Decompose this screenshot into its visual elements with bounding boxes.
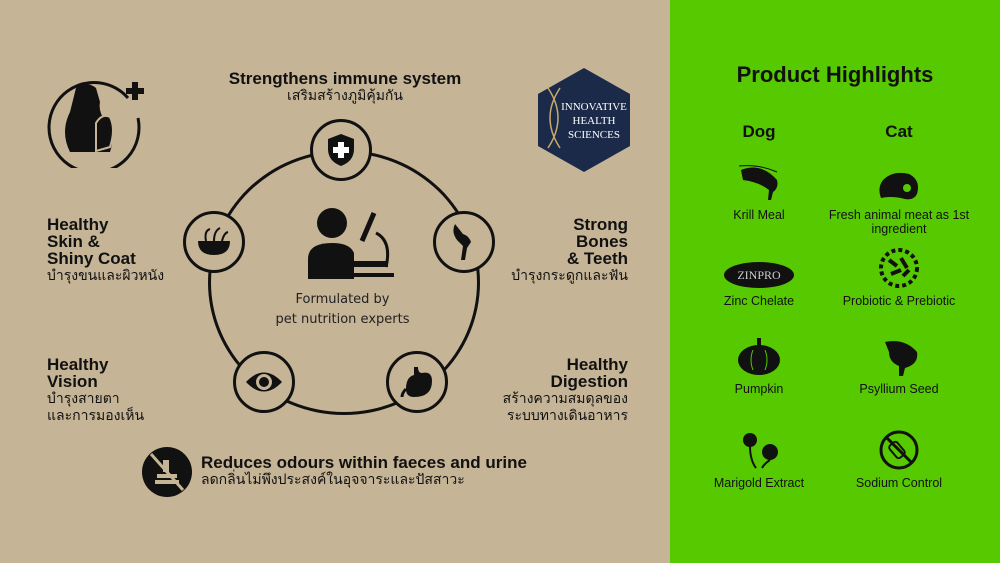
skin-thai: บำรุงขนและผิวหนัง <box>47 267 165 283</box>
odour-title: Reduces odours within faeces and urine <box>201 453 527 472</box>
cat-column-header: Cat <box>885 122 913 141</box>
bones-title: & Teeth <box>566 249 628 268</box>
highlight-label: Sodium Control <box>855 476 943 490</box>
dog-column-header: Dog <box>742 122 776 141</box>
highlight-item: Sodium Control <box>819 428 979 490</box>
highlight-label: Fresh animal meat as 1st ingredient <box>828 208 970 236</box>
pet-health-logo-icon <box>46 68 144 174</box>
hair-follicle-icon <box>183 211 245 273</box>
odour-thai: ลดกลิ่นไม่พึงประสงค์ในอุจจาระและปัสสาวะ <box>201 471 465 487</box>
marigold-icon <box>679 428 839 470</box>
no-salt-icon <box>819 428 979 470</box>
bone-joint-icon <box>433 211 495 273</box>
badge-line: HEALTH <box>572 115 616 127</box>
shield-plus-icon <box>310 119 372 181</box>
skin-title: Skin & <box>47 232 100 251</box>
highlight-item: Fresh animal meat as 1st ingredient <box>819 160 979 236</box>
benefits-panel: Strengthens immune system เสริมสร้างภูมิ… <box>46 68 630 498</box>
shrimp-icon <box>679 160 839 202</box>
no-litter-icon <box>141 446 193 498</box>
highlight-label: Psyllium Seed <box>859 382 939 396</box>
pumpkin-icon <box>679 334 839 376</box>
badge-line: SCIENCES <box>568 129 620 141</box>
vision-title: Vision <box>47 372 98 391</box>
highlight-item: Krill Meal <box>679 160 839 222</box>
center-line: pet nutrition experts <box>275 312 410 327</box>
highlight-label: Krill Meal <box>733 208 785 222</box>
highlight-item: Pumpkin <box>679 334 839 396</box>
zinpro-logo-text: ZINPRO <box>724 262 794 288</box>
skin-title: Shiny Coat <box>47 249 136 268</box>
immune-title: Strengthens immune system <box>228 69 462 88</box>
highlight-label: Zinc Chelate <box>723 294 795 308</box>
center-line: Formulated by <box>295 292 390 307</box>
highlight-item: Probiotic & Prebiotic <box>819 246 979 308</box>
digestion-title: Digestion <box>550 372 628 391</box>
vision-thai: และการมองเห็น <box>47 407 145 423</box>
meat-steak-icon <box>819 160 979 202</box>
highlight-item: ZINPRO Zinc Chelate <box>679 246 839 308</box>
skin-title: Healthy <box>47 215 109 234</box>
scientist-microscope-icon <box>306 205 396 281</box>
badge-line: INNOVATIVE <box>561 101 627 113</box>
digestion-thai: สร้างความสมดุลของ <box>502 390 628 406</box>
bones-thai: บำรุงกระดูกและฟัน <box>511 267 628 283</box>
eye-icon <box>233 351 295 413</box>
psyllium-seed-icon <box>819 334 979 376</box>
digestion-thai: ระบบทางเดินอาหาร <box>506 407 628 423</box>
vision-title: Healthy <box>47 355 109 374</box>
product-highlights-panel: Product Highlights Dog Cat Krill Meal ZI… <box>670 0 1000 563</box>
highlight-item: Marigold Extract <box>679 428 839 490</box>
zinpro-logo: ZINPRO <box>679 246 839 288</box>
immune-thai: เสริมสร้างภูมิคุ้มกัน <box>287 87 403 103</box>
highlights-title: Product Highlights <box>736 62 934 87</box>
highlight-label: Pumpkin <box>734 382 784 396</box>
stomach-icon <box>386 351 448 413</box>
digestion-title: Healthy <box>566 355 628 374</box>
highlight-label: Marigold Extract <box>713 476 805 490</box>
highlight-label: Probiotic & Prebiotic <box>842 294 956 308</box>
bones-title: Strong <box>573 215 628 234</box>
bones-title: Bones <box>576 232 628 251</box>
highlight-item: Psyllium Seed <box>819 334 979 396</box>
innovative-health-sciences-badge: INNOVATIVE HEALTH SCIENCES <box>538 68 630 172</box>
vision-thai: บำรุงสายตา <box>47 390 120 406</box>
bacteria-icon <box>819 246 979 288</box>
